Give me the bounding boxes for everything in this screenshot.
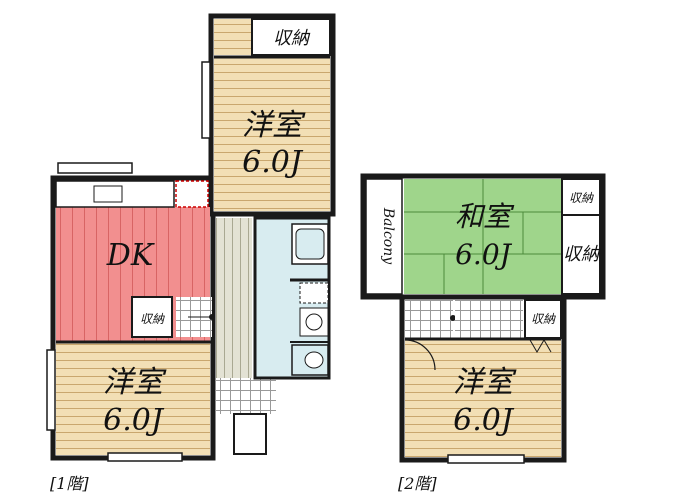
window-1f-bottom (107, 452, 183, 462)
window-1f-left (46, 349, 56, 431)
storage-stair-1f (131, 296, 173, 338)
storage-mid-2f-label: 収納 (563, 244, 601, 265)
floor-label-1f: [1階] (50, 474, 89, 493)
balcony-label: Balcony (380, 207, 396, 265)
first-floor: 収納 洋室 6.0J DK 収納 (46, 13, 336, 462)
storage-stair-1f-label: 収納 (140, 312, 165, 326)
storage-mid-2f (561, 214, 601, 295)
window-2f-bottom (447, 454, 525, 464)
washing-machine-space (299, 282, 329, 304)
western-room-top-size: 6.0J (242, 145, 304, 180)
japanese-room-name: 和室 (455, 200, 515, 233)
bathtub-inner (295, 228, 325, 260)
stair-top-1f (214, 19, 252, 55)
second-floor: Balcony 和室 6.0J 収納 収納 収納 洋室 6.0J (360, 173, 606, 464)
western-room-2f (405, 340, 561, 457)
entrance-1f (216, 378, 276, 414)
window-1f-top-left (201, 61, 211, 139)
western-room-2f-name: 洋室 (453, 365, 517, 400)
western-room-top-name: 洋室 (242, 108, 306, 143)
storage-stair-2f-label: 収納 (531, 312, 556, 326)
hallway-1f (216, 218, 252, 378)
sink-icon (93, 185, 123, 203)
japanese-room-size: 6.0J (455, 238, 513, 271)
stairs-2f-lower (455, 300, 523, 338)
western-room-bottom-name: 洋室 (103, 365, 167, 400)
storage-top-1f (251, 18, 331, 56)
window-1f-kitchen (57, 162, 133, 174)
western-room-bottom-size: 6.0J (103, 403, 165, 438)
storage-stair-2f (524, 299, 562, 339)
floor-label-2f: [2階] (398, 474, 437, 493)
western-room-2f-size: 6.0J (453, 403, 515, 438)
balcony (365, 178, 403, 295)
stairs-2f (405, 300, 453, 338)
dk-name: DK (106, 238, 155, 273)
western-room-bottom (56, 343, 210, 455)
western-room-top (214, 58, 330, 211)
closet-door-2f (529, 339, 552, 353)
storage-small-2f-label: 収納 (569, 191, 594, 205)
door-swing-2f (404, 339, 436, 371)
fridge-space (175, 180, 209, 208)
storage-top-1f-label: 収納 (273, 28, 311, 49)
